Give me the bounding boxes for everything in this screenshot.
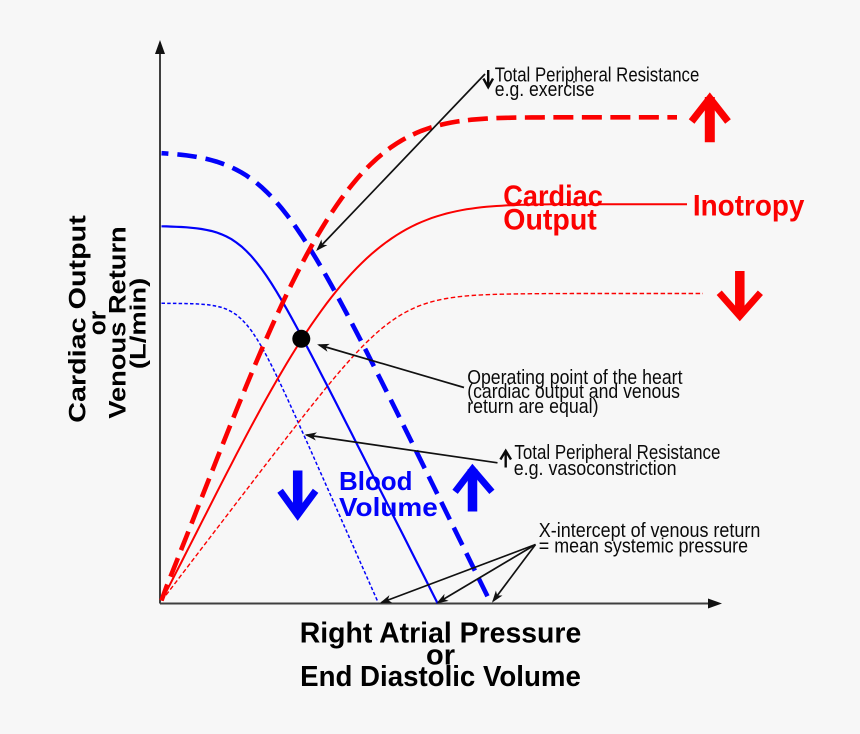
svg-text:Blood: Blood: [339, 466, 413, 496]
svg-text:= mean systemic pressure: = mean systemic pressure: [539, 536, 748, 558]
svg-text:e.g. exercise: e.g. exercise: [495, 79, 595, 101]
svg-text:or: or: [426, 639, 455, 671]
svg-text:(cardiac output and venous: (cardiac output and venous: [467, 381, 680, 403]
svg-text:Cardiac: Cardiac: [503, 180, 603, 213]
svg-text:or: or: [85, 310, 112, 335]
svg-text:Cardiac Output: Cardiac Output: [65, 215, 92, 423]
svg-text:e.g. vasoconstriction: e.g. vasoconstriction: [514, 458, 677, 480]
svg-text:X-intercept of venous return: X-intercept of venous return: [539, 520, 761, 542]
svg-text:Operating point of the heart: Operating point of the heart: [467, 367, 683, 389]
svg-text:return are equal): return are equal): [467, 396, 598, 418]
svg-text:End Diastolic Volume: End Diastolic Volume: [300, 661, 581, 693]
svg-text:Total Peripheral Resistance: Total Peripheral Resistance: [514, 442, 720, 464]
svg-text:Inotropy: Inotropy: [693, 189, 805, 222]
svg-text:Right Atrial Pressure: Right Atrial Pressure: [300, 618, 582, 650]
svg-text:Volume: Volume: [339, 492, 438, 522]
svg-text:(L/min): (L/min): [126, 278, 151, 369]
svg-text:Output: Output: [503, 203, 597, 236]
svg-text:Venous Return: Venous Return: [105, 226, 132, 418]
svg-text:Total Peripheral Resistance: Total Peripheral Resistance: [495, 65, 700, 87]
